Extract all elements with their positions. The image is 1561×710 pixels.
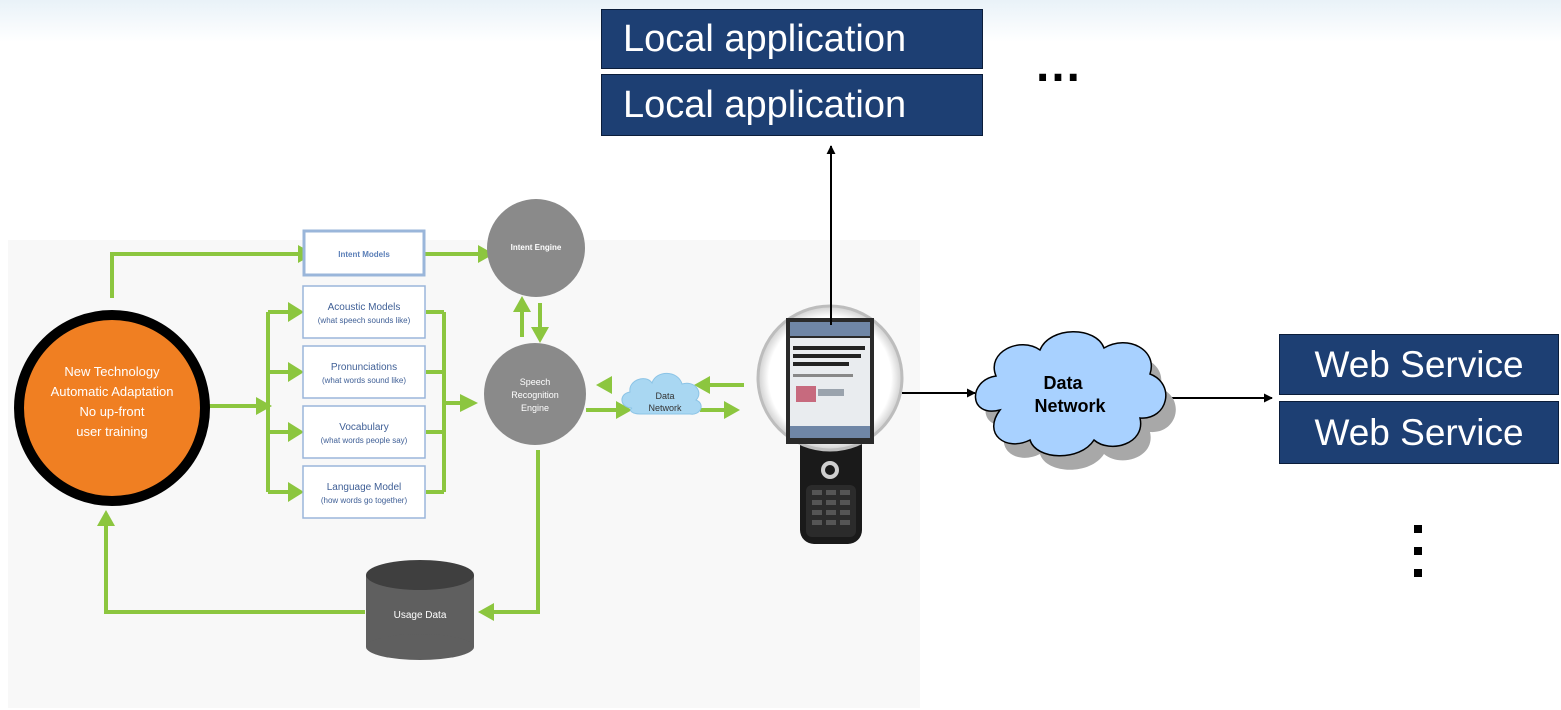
speech-engine-circle <box>484 343 586 445</box>
data-network-cloud: Data Network <box>974 331 1176 470</box>
adaptation-circle-line-1: New Technology <box>64 364 160 379</box>
local-application-box-1: Local application <box>601 9 983 69</box>
small-network-cloud: Data Network <box>621 372 702 415</box>
small-cloud-line-1: Data <box>655 391 674 401</box>
web-service-label-2: Web Service <box>1314 411 1524 453</box>
speech-engine-line-2: Recognition <box>511 390 559 400</box>
speech-engine-line-1: Speech <box>520 377 551 387</box>
web-service-box-1: Web Service <box>1279 334 1559 395</box>
acoustic-models-name: Acoustic Models <box>328 302 401 313</box>
acoustic-models-box <box>302 285 426 339</box>
adaptation-circle <box>14 310 210 506</box>
black-connectors <box>826 145 1273 403</box>
vocabulary-desc: (what words people say) <box>321 436 408 445</box>
language-model-box <box>302 465 426 519</box>
usage-data-label: Usage Data <box>394 610 447 621</box>
vocabulary-box <box>302 405 426 459</box>
acoustic-models-desc: (what speech sounds like) <box>318 316 411 325</box>
language-model-name: Language Model <box>327 482 402 493</box>
pronunciations-box <box>302 345 426 399</box>
pronunciations-desc: (what words sound like) <box>322 376 406 385</box>
green-arrowheads <box>97 245 740 621</box>
data-network-line-1: Data <box>1043 373 1083 393</box>
intent-models-box <box>302 229 426 277</box>
adaptation-circle-line-3: No up-front <box>79 404 144 419</box>
local-application-label-1: Local application <box>623 17 907 60</box>
vocabulary-name: Vocabulary <box>339 422 388 433</box>
phone-icon <box>756 304 904 544</box>
adaptation-circle-line-4: user training <box>76 424 148 439</box>
intent-engine-label: Intent Engine <box>511 243 562 252</box>
local-application-label-2: Local application <box>623 83 907 126</box>
adaptation-circle-line-2: Automatic Adaptation <box>51 384 174 399</box>
intent-models-label: Intent Models <box>338 250 390 259</box>
intent-engine-circle <box>487 199 585 297</box>
web-service-label-1: Web Service <box>1314 343 1524 385</box>
language-model-desc: (how words go together) <box>321 496 408 505</box>
vertical-ellipsis <box>1414 525 1423 579</box>
top-ellipsis: … <box>1034 39 1084 92</box>
speech-engine-line-3: Engine <box>521 403 549 413</box>
data-network-line-2: Network <box>1034 396 1106 416</box>
pronunciations-name: Pronunciations <box>331 362 397 373</box>
local-application-box-2: Local application <box>601 74 983 136</box>
small-cloud-line-2: Network <box>648 403 682 413</box>
usage-data-cylinder: Usage Data <box>366 560 474 660</box>
web-service-box-2: Web Service <box>1279 401 1559 464</box>
